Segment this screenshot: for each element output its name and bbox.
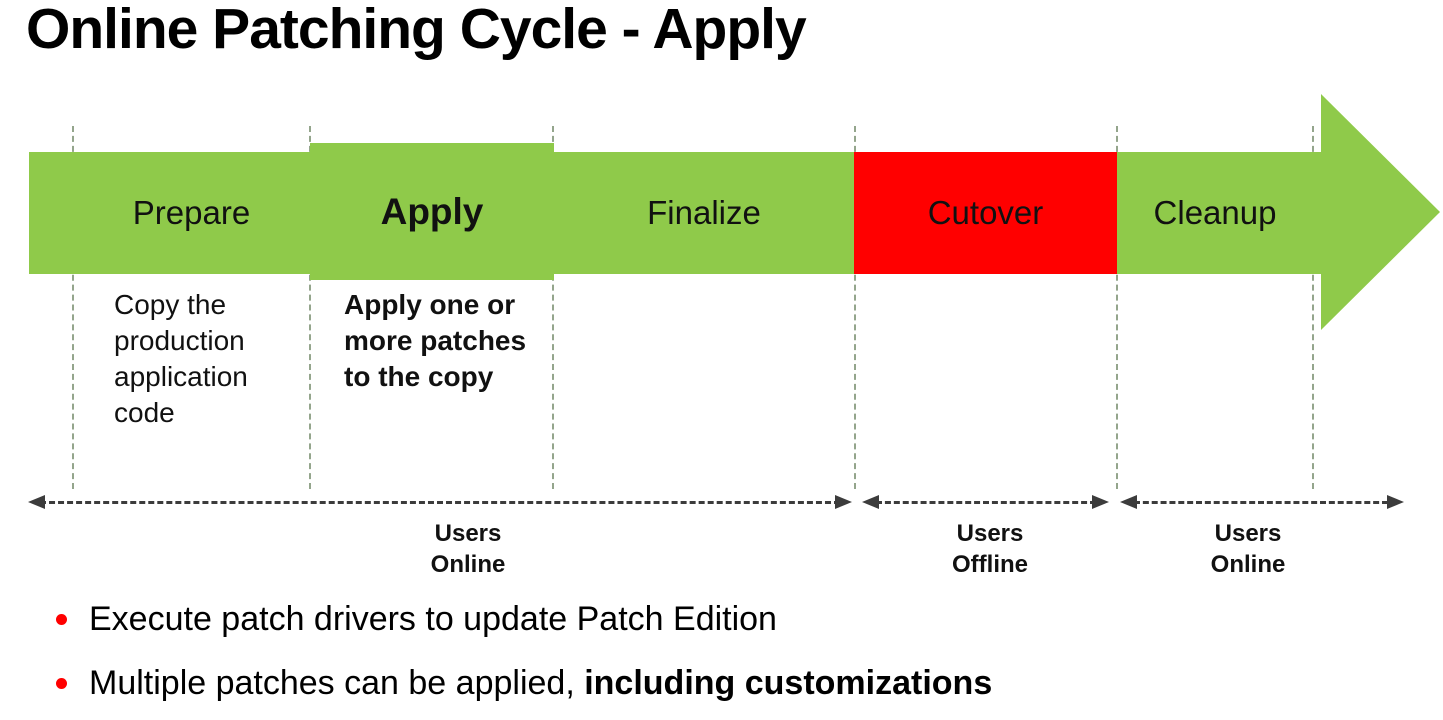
timeline-segment-1	[40, 501, 840, 504]
list-item: Multiple patches can be applied, includi…	[56, 663, 992, 704]
timeline-segment-3	[1134, 501, 1388, 504]
bullet-text-normal: Multiple patches can be applied,	[89, 664, 585, 702]
bullet-text-bold: including customizations	[584, 664, 993, 702]
arrow-right-icon	[1092, 495, 1109, 509]
phase-boundary-guide	[72, 126, 74, 489]
phase-boundary-guide	[854, 126, 856, 489]
process-arrow-head-icon	[1321, 94, 1440, 330]
cutover-phase-box	[854, 152, 1117, 274]
users-status-label-offline: Users Offline	[952, 520, 1028, 578]
arrow-right-icon	[835, 495, 852, 509]
users-status-label-online-2: Users Online	[1210, 520, 1286, 578]
bullet-icon	[56, 678, 67, 689]
prepare-description: Copy the production application code	[114, 289, 248, 428]
arrow-left-icon	[1120, 495, 1137, 509]
bullet-text: Execute patch drivers to update Patch Ed…	[89, 599, 777, 640]
users-status-label-online-1: Users Online	[430, 520, 506, 578]
phase-boundary-guide	[1116, 126, 1118, 489]
bullet-icon	[56, 614, 67, 625]
phase-boundary-guide	[1312, 126, 1314, 489]
phase-label-cleanup: Cleanup	[1153, 194, 1277, 231]
bullet-text: Multiple patches can be applied, includi…	[89, 663, 992, 704]
phase-label-prepare: Prepare	[132, 194, 251, 231]
apply-phase-box	[310, 143, 554, 280]
arrow-right-icon	[1387, 495, 1404, 509]
bullet-text-normal: Execute patch drivers to update Patch Ed…	[89, 600, 777, 638]
arrow-left-icon	[28, 495, 45, 509]
arrow-left-icon	[862, 495, 879, 509]
list-item: Execute patch drivers to update Patch Ed…	[56, 599, 777, 640]
phase-label-apply: Apply	[380, 190, 484, 232]
timeline-segment-2	[876, 501, 1096, 504]
phase-label-finalize: Finalize	[647, 194, 761, 231]
page-title: Online Patching Cycle - Apply	[26, 0, 807, 61]
phase-label-cutover: Cutover	[927, 194, 1044, 231]
phase-boundary-guide	[552, 126, 554, 489]
phase-boundary-guide	[309, 126, 311, 489]
apply-description: Apply one or more patches to the copy	[344, 289, 527, 392]
